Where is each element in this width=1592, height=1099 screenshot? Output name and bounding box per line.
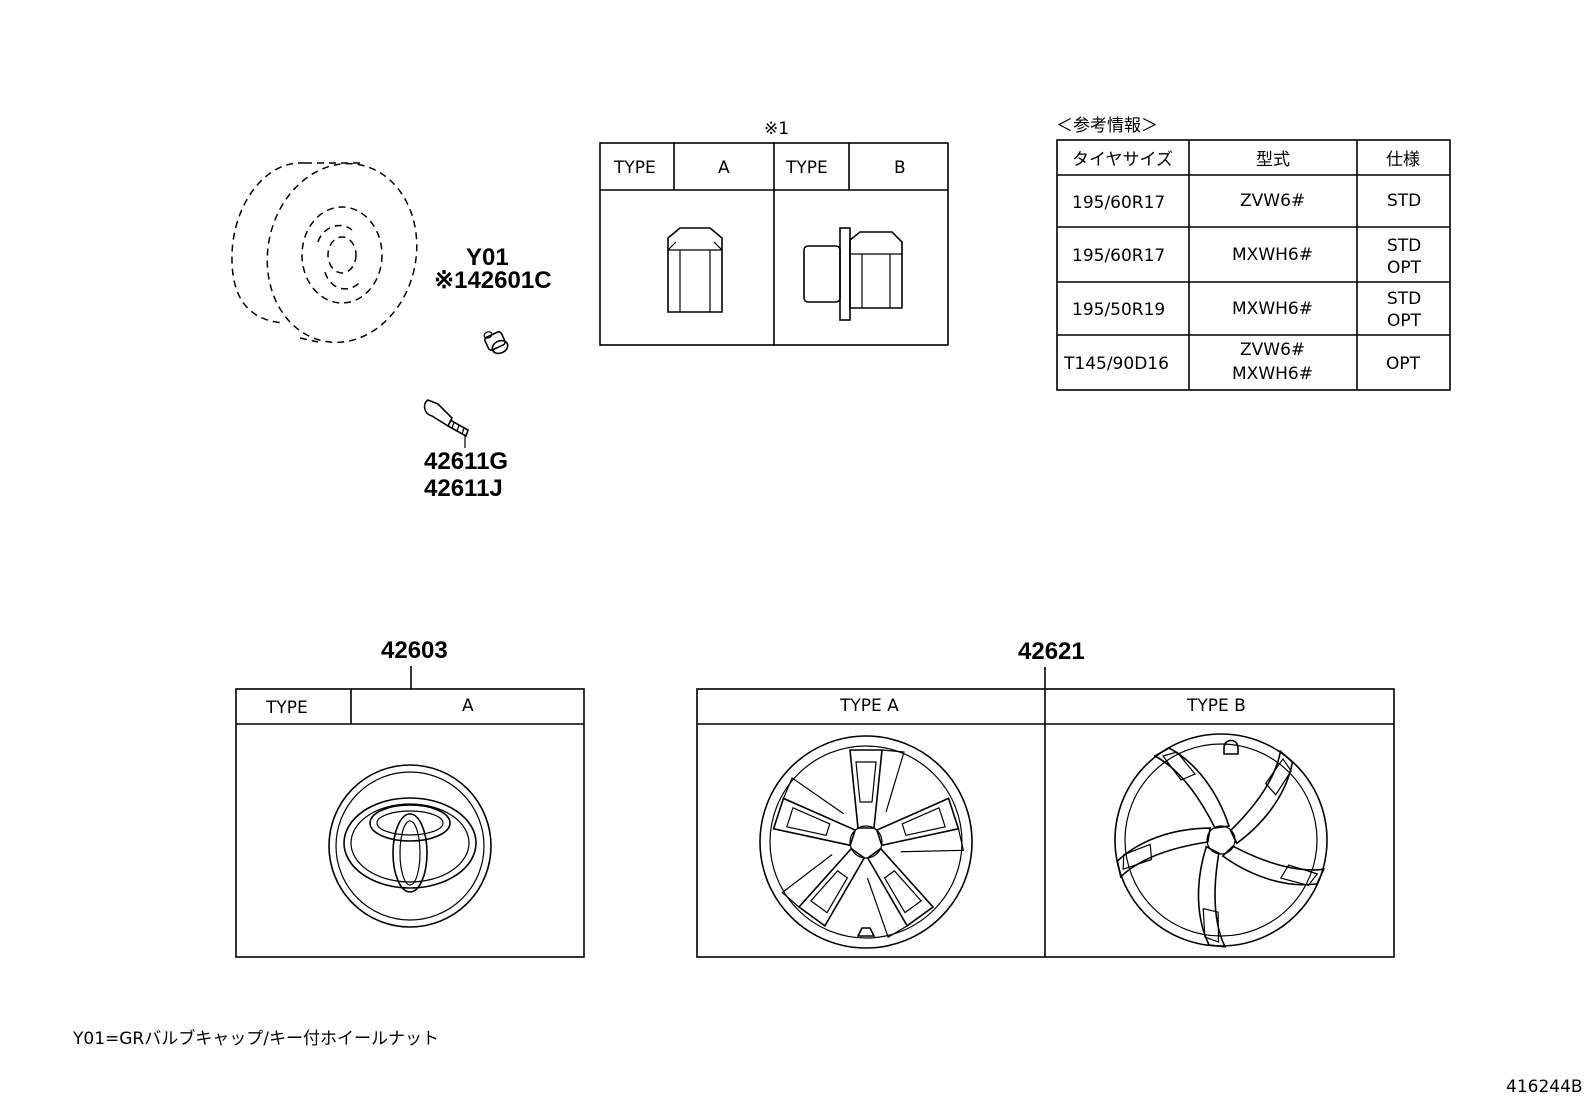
- row4-model-2: MXWH6#: [1232, 364, 1313, 384]
- lug-nut-b-icon: [803, 227, 903, 321]
- row4-size: T145/90D16: [1063, 354, 1169, 374]
- nut-type-b-label: TYPE: [785, 158, 828, 178]
- nut-type-b-value: B: [894, 158, 906, 178]
- reference-table: ＜参考情報＞ タイヤサイズ 型式 仕様 195/60R17 ZVW6# STD …: [1056, 116, 1451, 391]
- row2-spec-2: OPT: [1387, 258, 1422, 278]
- header-tire-size: タイヤサイズ: [1072, 150, 1173, 170]
- valve-cap-icon: [483, 331, 509, 355]
- cap-type-label: TYPE: [265, 698, 308, 718]
- nut-type-a-value: A: [718, 158, 730, 178]
- wheel-cover-type-a: TYPE A: [839, 696, 899, 716]
- nut-type-a-label: TYPE: [613, 158, 656, 178]
- row3-size: 195/50R19: [1072, 300, 1165, 320]
- nut-table: ※1 TYPE A TYPE B: [599, 119, 949, 346]
- lug-nut-a-icon: [667, 227, 723, 313]
- wheel-cover-a-icon: [759, 735, 973, 949]
- part-label-y01: Y01: [466, 244, 509, 271]
- toyota-emblem-icon: [328, 764, 492, 928]
- row3-spec-2: OPT: [1387, 311, 1422, 331]
- row1-size: 195/60R17: [1072, 193, 1165, 213]
- row1-model: ZVW6#: [1240, 191, 1305, 211]
- part-label-42603: 42603: [381, 637, 448, 664]
- wheel-icon: [231, 162, 418, 344]
- wheel-cover-type-b: TYPE B: [1186, 696, 1246, 716]
- diagram-code: 416244B: [1506, 1077, 1583, 1097]
- row3-spec-1: STD: [1387, 289, 1421, 309]
- part-label-42621: 42621: [1018, 638, 1085, 665]
- part-label-42601c: ※142601C: [434, 267, 552, 294]
- part-label-42611g: 42611G: [424, 448, 508, 475]
- row1-spec: STD: [1387, 191, 1421, 211]
- wheel-cover-b-icon: [1112, 733, 1330, 955]
- header-spec: 仕様: [1386, 150, 1420, 170]
- part-label-42611j: 42611J: [424, 475, 503, 502]
- center-cap-table: 42603 TYPE A: [235, 637, 585, 958]
- reference-title: ＜参考情報＞: [1056, 116, 1158, 136]
- wheel-cover-table: 42621 TYPE A TYPE B: [696, 638, 1395, 958]
- row4-model-1: ZVW6#: [1240, 340, 1305, 360]
- cap-type-value: A: [462, 696, 474, 716]
- row4-spec: OPT: [1386, 354, 1421, 374]
- row2-spec-1: STD: [1387, 236, 1421, 256]
- nut-table-note: ※1: [764, 119, 789, 139]
- row2-model: MXWH6#: [1232, 245, 1313, 265]
- row2-size: 195/60R17: [1072, 246, 1165, 266]
- row3-model: MXWH6#: [1232, 299, 1313, 319]
- footnote: Y01=GRバルブキャップ/キー付ホイールナット: [72, 1028, 439, 1049]
- header-model: 型式: [1256, 150, 1290, 170]
- valve-stem-icon: [423, 399, 469, 448]
